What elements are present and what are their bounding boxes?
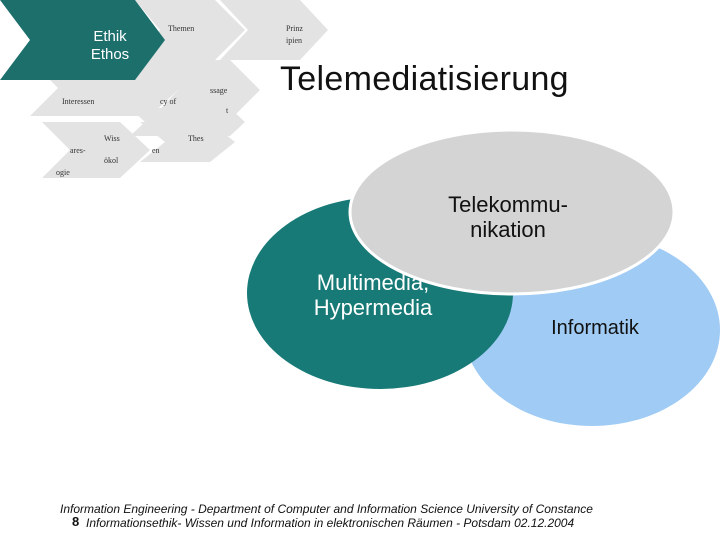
telekommunikation-label: Telekommu- nikation [408,192,608,242]
nav-chevron-prinzipien[interactable] [220,0,328,60]
multimedia-label: Multimedia, Hypermedia [278,270,468,320]
multimedia-label-line1: Multimedia, [316,270,430,295]
telekommunikation-label-line2: nikation [470,217,546,242]
multimedia-label-line2: Hypermedia [313,295,433,320]
nav-item-oekol: ökol [104,156,119,165]
nav-item-wiss: Wiss [104,134,120,143]
nav-chevron-wissensoekologie[interactable] [42,122,150,178]
nav-item-ogie: ogie [56,168,70,177]
informatik-label: Informatik [551,317,639,339]
telekommunikation-circle [348,128,676,296]
nav-item-themen: Themen [168,24,195,33]
nav-item-prinz: Prinz [286,24,303,33]
telekommunikation-label-line1: Telekommu- [448,192,568,217]
nav-chevron-thesen[interactable] [140,122,235,162]
topic-navigation-diagram [0,0,328,178]
nav-chevron-themen[interactable] [135,0,245,60]
nav-item-ipien: ipien [286,36,302,45]
nav-item-t: t [226,106,229,115]
nav-chevron-ethik-active[interactable] [0,0,165,80]
page-title: Telemediatisierung [280,60,569,98]
nav-item-cy-of: cy of [160,97,177,106]
nav-chevron-message[interactable] [150,60,260,120]
nav-item-ssage: ssage [210,86,228,95]
nav-active-label-line2: Ethos [90,46,130,63]
footer-page-number: 8 [72,514,80,529]
nav-item-en: en [152,146,160,155]
nav-item-ares: ares- [70,146,86,155]
nav-active-label-line1: Ethik [93,28,127,45]
nav-item-thes: Thes [188,134,204,143]
nav-active-label: Ethik Ethos [60,28,160,64]
footer-talk-info: Informationsethik- Wissen und Informatio… [86,516,575,530]
nav-item-interessen: Interessen [62,97,95,106]
footer-institution: Information Engineering - Department of … [60,502,593,516]
